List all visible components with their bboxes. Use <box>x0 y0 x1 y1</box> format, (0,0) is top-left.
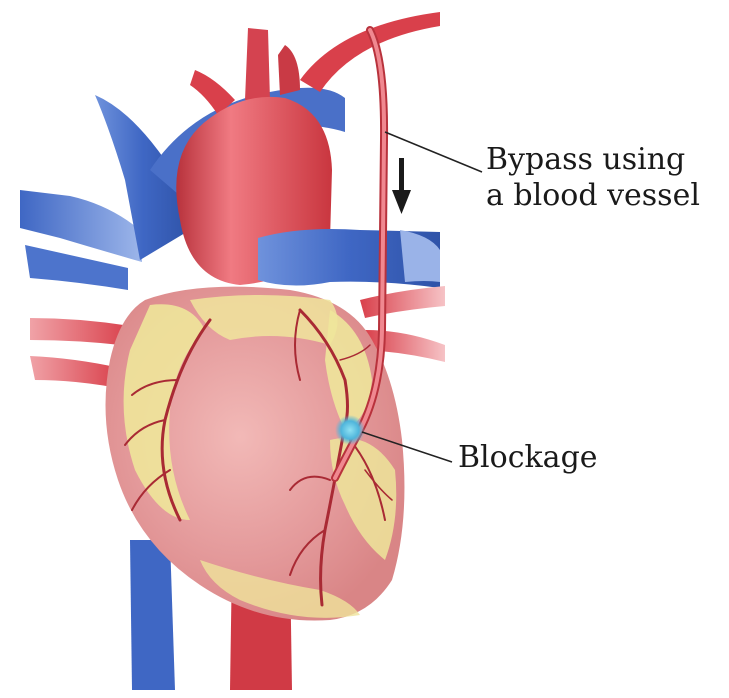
down-arrow-icon <box>392 158 411 214</box>
top-artery-mid <box>245 28 270 100</box>
left-artery-lower <box>30 356 120 388</box>
blockage-marker <box>335 415 365 445</box>
bypass-label-line1: Bypass using <box>486 142 700 178</box>
bypass-label-line2: a blood vessel <box>486 178 700 214</box>
bypass-label: Bypass using a blood vessel <box>486 142 700 214</box>
top-artery-right <box>278 45 300 95</box>
left-artery-upper <box>30 318 130 346</box>
right-artery-upper <box>360 286 445 318</box>
inferior-vena-cava <box>130 540 175 690</box>
graft-origin <box>300 12 440 92</box>
blockage-label: Blockage <box>458 440 598 476</box>
